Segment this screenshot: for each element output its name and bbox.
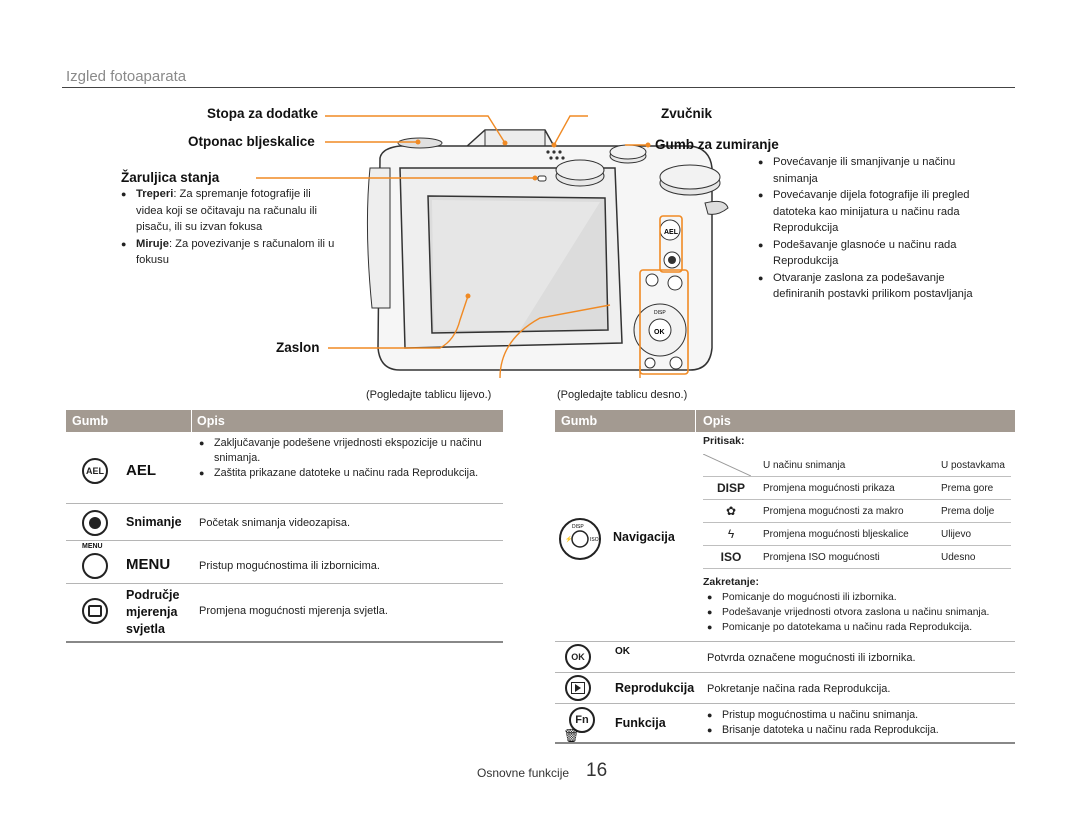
right-button-table: Gumb Opis DISP ⚡ ISO Navigacija Pritisak…: [555, 410, 1015, 745]
footer-text: Osnovne funkcije: [477, 766, 570, 780]
metering-label: Područje mjerenja svjetla: [126, 588, 180, 636]
zoom-item: Podešavanje glasnoće u načinu rada Repro…: [758, 237, 998, 270]
table-header: Gumb Opis: [66, 410, 503, 432]
menu-desc: Pristup mogućnostima ili izbornicima.: [199, 560, 380, 572]
fn-list: Pristup mogućnostima u načinu snimanja. …: [707, 708, 1013, 738]
metering-icon: [82, 598, 108, 624]
header-gumb: Gumb: [72, 414, 109, 428]
table-header: Gumb Opis: [555, 410, 1015, 432]
fn-icon: Fn: [569, 707, 595, 733]
callout-accessory-shoe: Stopa za dodatke: [207, 106, 319, 121]
callout-display: Zaslon: [276, 340, 320, 355]
status-lamp-list: Treperi: Za spremanje fotografije ili vi…: [121, 186, 336, 269]
ok-trash-icon: OK: [615, 646, 630, 657]
title-rule: [62, 87, 1015, 88]
rotate-label: Zakretanje:: [703, 576, 760, 588]
svg-text:ISO: ISO: [590, 537, 599, 543]
trash-icon: 🗑: [563, 728, 580, 743]
svg-text:AEL: AEL: [664, 229, 679, 236]
disp-key: DISP: [703, 476, 759, 500]
flash-icon: ϟ: [703, 522, 759, 546]
zoom-list: Povećavanje ili smanjivanje u načinu sni…: [758, 154, 998, 303]
press-subtable: U načinu snimanja U postavkama DISP Prom…: [703, 454, 1011, 569]
press-label: Pritisak:: [703, 435, 745, 447]
metering-desc: Promjena mogućnosti mjerenja svjetla.: [199, 605, 388, 617]
callout-status-lamp: Žaruljica stanja: [121, 170, 220, 185]
playback-desc: Pokretanje načina rada Reprodukcija.: [707, 683, 891, 695]
menu-label: MENU: [126, 556, 171, 573]
nav-label: Navigacija: [613, 530, 675, 544]
menu-icon: [82, 553, 108, 579]
ael-icon: AEL: [82, 458, 108, 484]
iso-key: ISO: [703, 545, 759, 569]
left-button-table: Gumb Opis AEL AEL Zaključavanje podešene…: [66, 410, 503, 645]
zoom-item: Otvaranje zaslona za podešavanje definir…: [758, 270, 998, 303]
page-number: 16: [586, 760, 608, 781]
playback-icon: [565, 675, 591, 701]
note-left: (Pogledajte tablicu lijevo.): [366, 389, 492, 401]
record-label: Snimanje: [126, 515, 182, 529]
playback-label: Reprodukcija: [615, 681, 695, 695]
menu-icon-label: MENU: [82, 543, 103, 550]
ael-label: AEL: [126, 462, 156, 479]
svg-text:⚡: ⚡: [565, 535, 572, 543]
ael-desc: Zaključavanje podešene vrijednosti ekspo…: [199, 436, 489, 481]
ok-desc: Potvrda označene mogućnosti ili izbornik…: [707, 652, 916, 664]
section-title: Izgled fotoaparata: [66, 68, 187, 85]
rotate-list: Pomicanje do mogućnosti ili izbornika. P…: [707, 590, 1013, 635]
fn-label: Funkcija: [615, 716, 666, 730]
callout-speaker: Zvučnik: [661, 106, 713, 121]
status-lamp-item: Treperi: Za spremanje fotografije ili vi…: [121, 186, 336, 236]
header-opis: Opis: [197, 414, 225, 428]
record-desc: Početak snimanja videozapisa.: [199, 517, 351, 529]
record-icon: [82, 510, 108, 536]
svg-text:DISP: DISP: [572, 524, 584, 530]
svg-text:OK: OK: [654, 329, 665, 336]
zoom-item: Povećavanje dijela fotografije ili pregl…: [758, 187, 998, 237]
header-gumb: Gumb: [561, 414, 598, 428]
callout-flash-release: Otponac bljeskalice: [188, 134, 315, 149]
ok-icon: OK: [565, 644, 591, 670]
zoom-item: Povećavanje ili smanjivanje u načinu sni…: [758, 154, 998, 187]
status-lamp-item: Miruje: Za povezivanje s računalom ili u…: [121, 236, 336, 269]
svg-text:DISP: DISP: [654, 310, 666, 316]
header-opis: Opis: [703, 414, 731, 428]
callout-zoom-button: Gumb za zumiranje: [655, 137, 779, 152]
nav-wheel-icon: DISP ⚡ ISO: [557, 516, 603, 567]
macro-icon: ✿: [703, 499, 759, 523]
note-right: (Pogledajte tablicu desno.): [557, 389, 688, 401]
